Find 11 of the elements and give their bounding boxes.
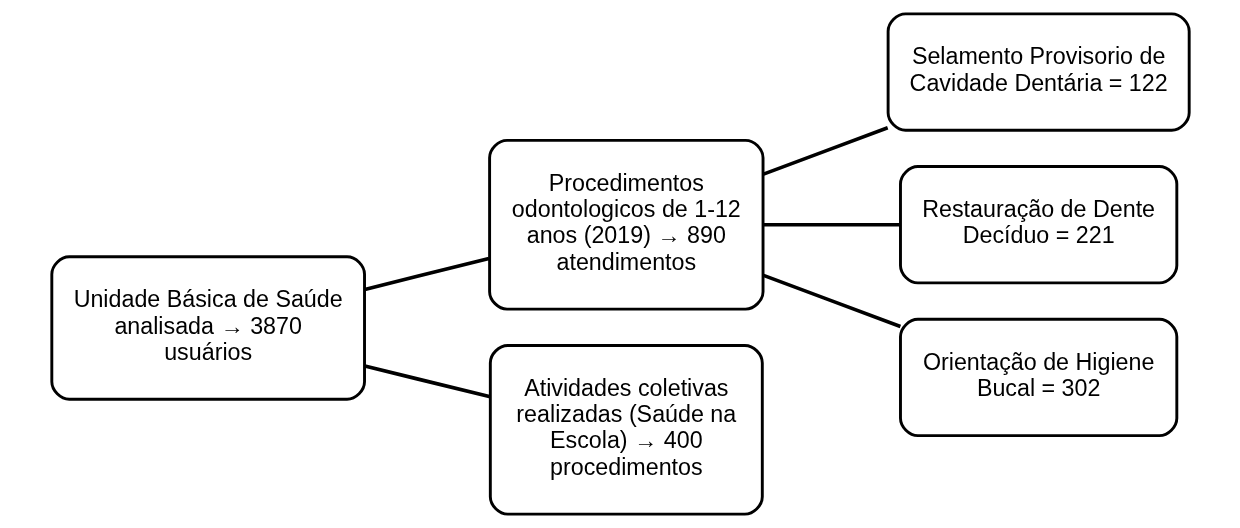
node-box: Orientação de Higiene Bucal = 302	[898, 317, 1178, 438]
connector	[363, 256, 489, 292]
node-box: Selamento Provisorio de Cavidade Dentária = 122	[886, 12, 1191, 132]
node-box: Restauração de Dente Decíduo = 221	[898, 165, 1178, 285]
connector	[762, 126, 888, 176]
node-box: Atividades coletivas realizadas (Saúde na Escola) → 400 procedimentos	[488, 344, 764, 516]
node-box: Procedimentos odontologicos de 1-12 anos (2019) → 890 atendimentos	[487, 138, 764, 311]
node-box: Unidade Básica de Saúde analisada → 3870 usuários	[49, 255, 366, 401]
connector	[762, 273, 901, 329]
connector	[763, 222, 900, 227]
connector	[363, 364, 491, 399]
